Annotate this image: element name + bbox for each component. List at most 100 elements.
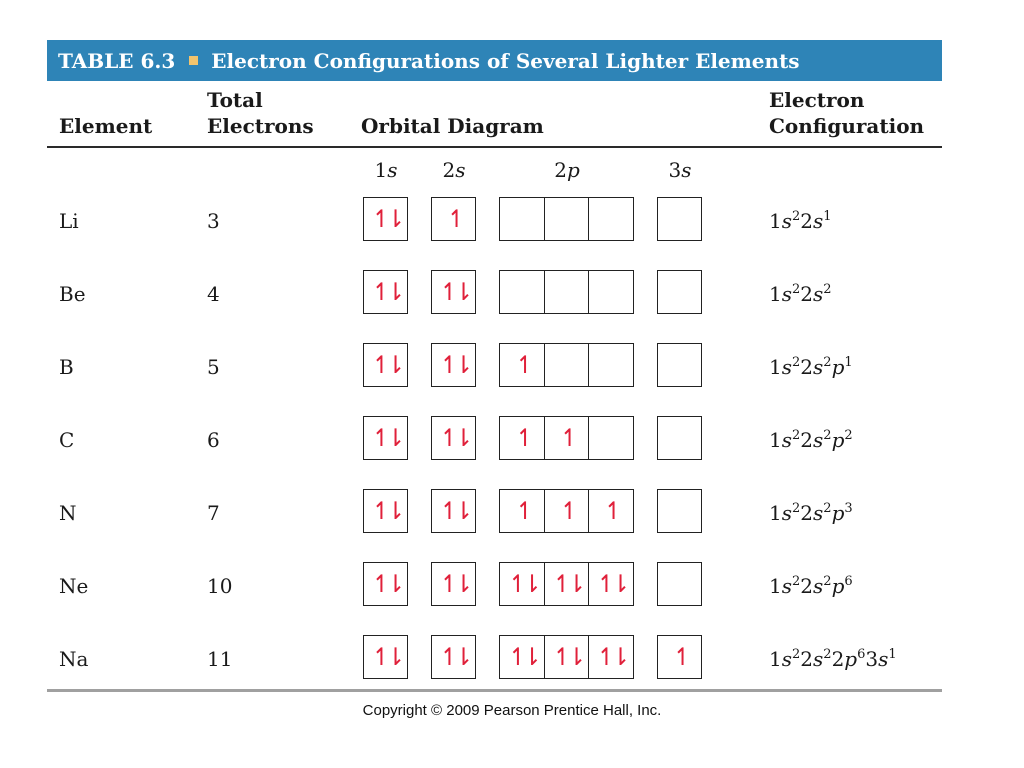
- total-electrons: 4: [207, 282, 220, 306]
- orbital-label-number: 2: [554, 158, 567, 182]
- orbital-slot: ↿⇂: [364, 490, 407, 532]
- orbital-label-2s: 2s: [431, 158, 477, 182]
- orbital-box-2p: ↿: [499, 343, 634, 387]
- orbital-box-2s: ↿: [431, 197, 476, 241]
- orbital-label-number: 2: [442, 158, 456, 182]
- orbital-box-3s: ↿: [657, 635, 702, 679]
- paired-spin-arrows-icon: ↿⇂: [371, 497, 405, 525]
- orbital-slot: ↿: [544, 490, 588, 532]
- orbital-box-2s: ↿⇂: [431, 343, 476, 387]
- orbital-slot: [658, 271, 701, 313]
- config-subshell: s: [813, 647, 824, 671]
- table-title-banner: TABLE 6.3 Electron Configurations of Sev…: [47, 40, 942, 81]
- config-subshell: s: [813, 282, 824, 306]
- total-electrons: 7: [207, 501, 220, 525]
- orbital-slot: ↿: [500, 344, 544, 386]
- spin-up-arrow-icon: ↿: [559, 424, 579, 452]
- orbital-box-2p: ↿↿↿: [499, 489, 634, 533]
- header-total-line2: Electrons: [207, 114, 314, 138]
- spin-up-arrow-icon: ↿: [603, 497, 623, 525]
- table-number: TABLE 6.3: [58, 48, 176, 73]
- orbital-slot: [500, 198, 544, 240]
- orbital-box-1s: ↿⇂: [363, 197, 408, 241]
- orbital-label-letter: p: [566, 158, 580, 182]
- orbital-slot: [500, 271, 544, 313]
- orbital-slot: ↿⇂: [500, 636, 544, 678]
- paired-spin-arrows-icon: ↿⇂: [596, 643, 630, 671]
- config-subshell: s: [813, 209, 824, 233]
- spin-up-arrow-icon: ↿: [446, 205, 466, 233]
- config-subshell: s: [781, 428, 792, 452]
- orbital-box-3s: [657, 343, 702, 387]
- electron-configuration: 1s22s2p3: [769, 501, 853, 525]
- paired-spin-arrows-icon: ↿⇂: [371, 351, 405, 379]
- orbital-box-2p: [499, 270, 634, 314]
- orbital-box-2p: [499, 197, 634, 241]
- config-count: 6: [857, 647, 866, 662]
- config-shell: 2: [800, 647, 814, 671]
- spin-up-arrow-icon: ↿: [514, 351, 535, 379]
- element-symbol: Be: [59, 282, 86, 306]
- element-symbol: B: [59, 355, 74, 379]
- square-bullet-icon: [189, 56, 199, 65]
- config-count: 2: [823, 501, 832, 516]
- orbital-slot: [544, 271, 588, 313]
- config-shell: 2: [800, 574, 814, 598]
- config-count: 1: [888, 647, 897, 662]
- config-shell: 2: [800, 501, 814, 525]
- orbital-box-3s: [657, 270, 702, 314]
- orbital-box-1s: ↿⇂: [363, 635, 408, 679]
- orbital-box-3s: [657, 562, 702, 606]
- spin-up-arrow-icon: ↿: [559, 497, 579, 525]
- orbital-slot: ↿: [658, 636, 701, 678]
- orbital-box-2s: ↿⇂: [431, 635, 476, 679]
- element-symbol: Li: [59, 209, 79, 233]
- orbital-box-3s: [657, 489, 702, 533]
- header-config-line2: Configuration: [769, 114, 925, 138]
- paired-spin-arrows-icon: ↿⇂: [371, 643, 405, 671]
- orbital-box-2p: ↿⇂↿⇂↿⇂: [499, 562, 634, 606]
- electron-configuration: 1s22s2p6: [769, 574, 853, 598]
- config-shell: 2: [800, 355, 814, 379]
- paired-spin-arrows-icon: ↿⇂: [371, 205, 405, 233]
- header-orbital-diagram: Orbital Diagram: [361, 114, 544, 138]
- config-subshell: s: [781, 501, 792, 525]
- config-subshell: s: [813, 574, 824, 598]
- orbital-box-3s: [657, 197, 702, 241]
- header-config-line1: Electron: [769, 88, 865, 112]
- paired-spin-arrows-icon: ↿⇂: [439, 643, 473, 671]
- orbital-box-1s: ↿⇂: [363, 416, 408, 460]
- paired-spin-arrows-icon: ↿⇂: [507, 570, 542, 598]
- config-shell: 2: [800, 282, 814, 306]
- orbital-slot: ↿⇂: [364, 563, 407, 605]
- orbital-slot: ↿⇂: [588, 636, 632, 678]
- orbital-slot: [588, 198, 632, 240]
- config-subshell: s: [813, 428, 824, 452]
- orbital-slot: ↿⇂: [432, 417, 475, 459]
- orbital-label-3s: 3s: [657, 158, 703, 182]
- orbital-slot: ↿⇂: [364, 636, 407, 678]
- config-shell: 1: [769, 209, 782, 233]
- config-subshell: p: [844, 647, 858, 671]
- config-subshell: s: [813, 501, 824, 525]
- orbital-box-2p: ↿⇂↿⇂↿⇂: [499, 635, 634, 679]
- orbital-label-letter: s: [681, 158, 692, 182]
- orbital-box-2s: ↿⇂: [431, 562, 476, 606]
- orbital-slot: [544, 198, 588, 240]
- spin-up-arrow-icon: ↿: [514, 424, 535, 452]
- orbital-box-3s: [657, 416, 702, 460]
- orbital-slot: ↿: [432, 198, 475, 240]
- config-shell: 1: [769, 282, 782, 306]
- orbital-slot: [658, 490, 701, 532]
- config-count: 2: [823, 574, 832, 589]
- config-subshell: p: [831, 355, 845, 379]
- config-shell: 2: [831, 647, 845, 671]
- paired-spin-arrows-icon: ↿⇂: [371, 570, 405, 598]
- config-count: 2: [792, 282, 801, 297]
- config-subshell: s: [781, 574, 792, 598]
- paired-spin-arrows-icon: ↿⇂: [439, 570, 473, 598]
- config-subshell: s: [878, 647, 889, 671]
